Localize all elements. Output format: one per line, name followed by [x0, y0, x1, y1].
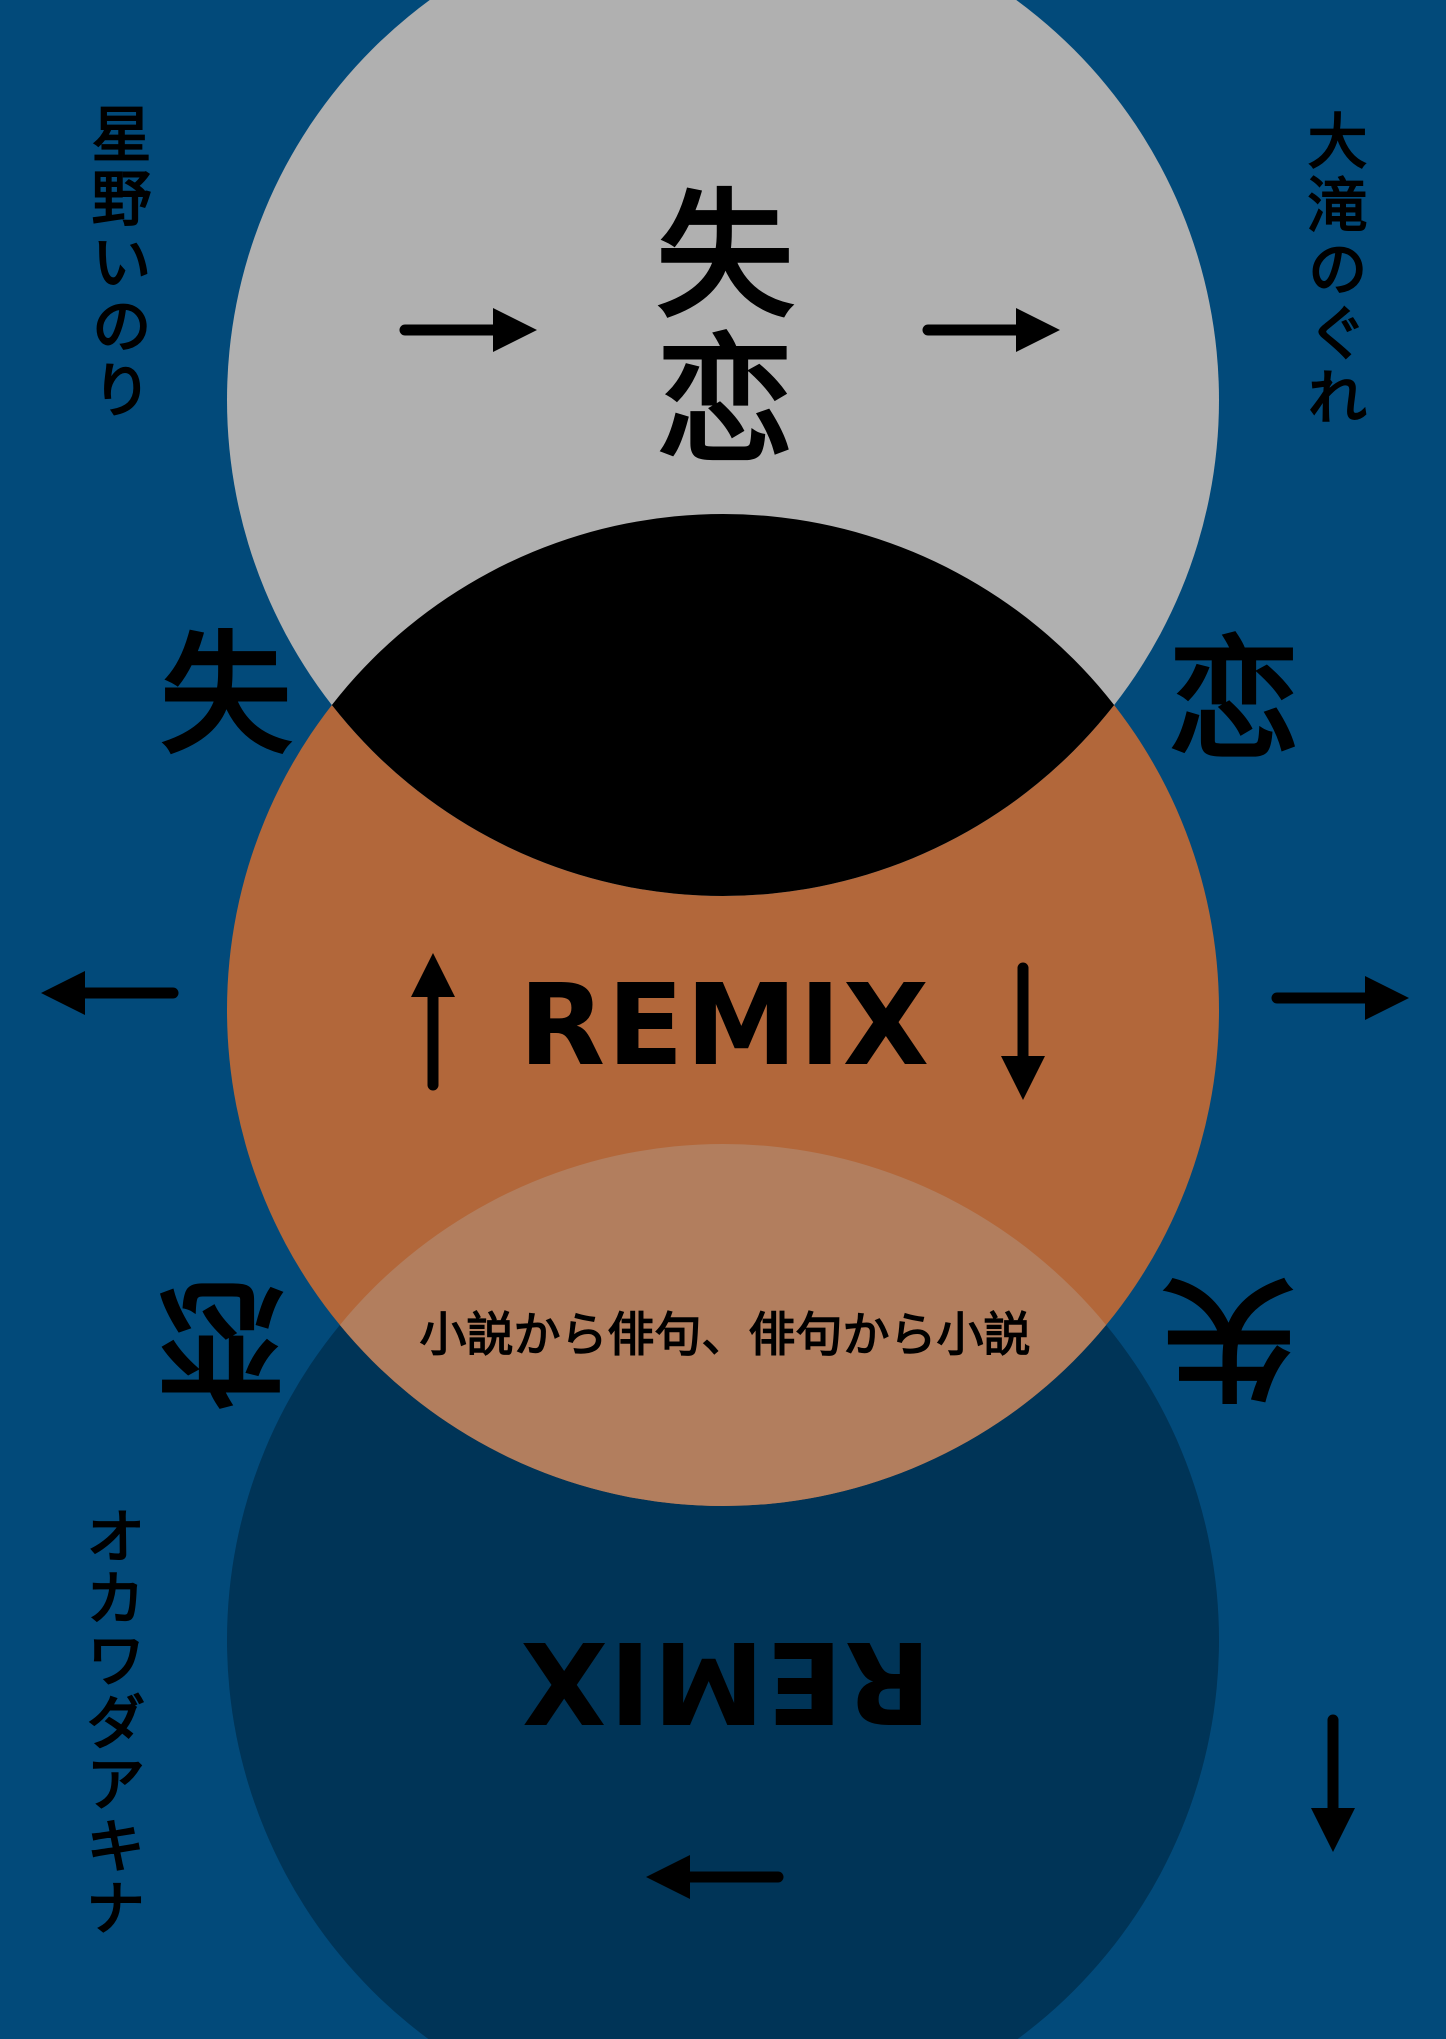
author-otaki-nogure: 大滝のぐれ: [1297, 110, 1367, 430]
overlap-top-middle: [227, 514, 1219, 896]
overlap-middle-bottom: [227, 1144, 1219, 1506]
title-shitsuren: 失 恋: [655, 176, 794, 482]
author-hoshino-inori: 星野いのり: [81, 103, 151, 423]
title-char-right: 恋: [1168, 624, 1300, 778]
title-char-left: 失: [160, 619, 292, 773]
subtitle: 小説から俳句、俳句から小説: [419, 1308, 1031, 1363]
remix-label-flipped: REMIX: [518, 1616, 932, 1746]
title-char-right-rotated: 失: [1163, 1259, 1295, 1413]
author-okawada-akina: オカワダアキナ: [75, 1505, 145, 1939]
remix-label: REMIX: [518, 961, 932, 1091]
title-char-left-rotated: 恋: [155, 1262, 287, 1416]
